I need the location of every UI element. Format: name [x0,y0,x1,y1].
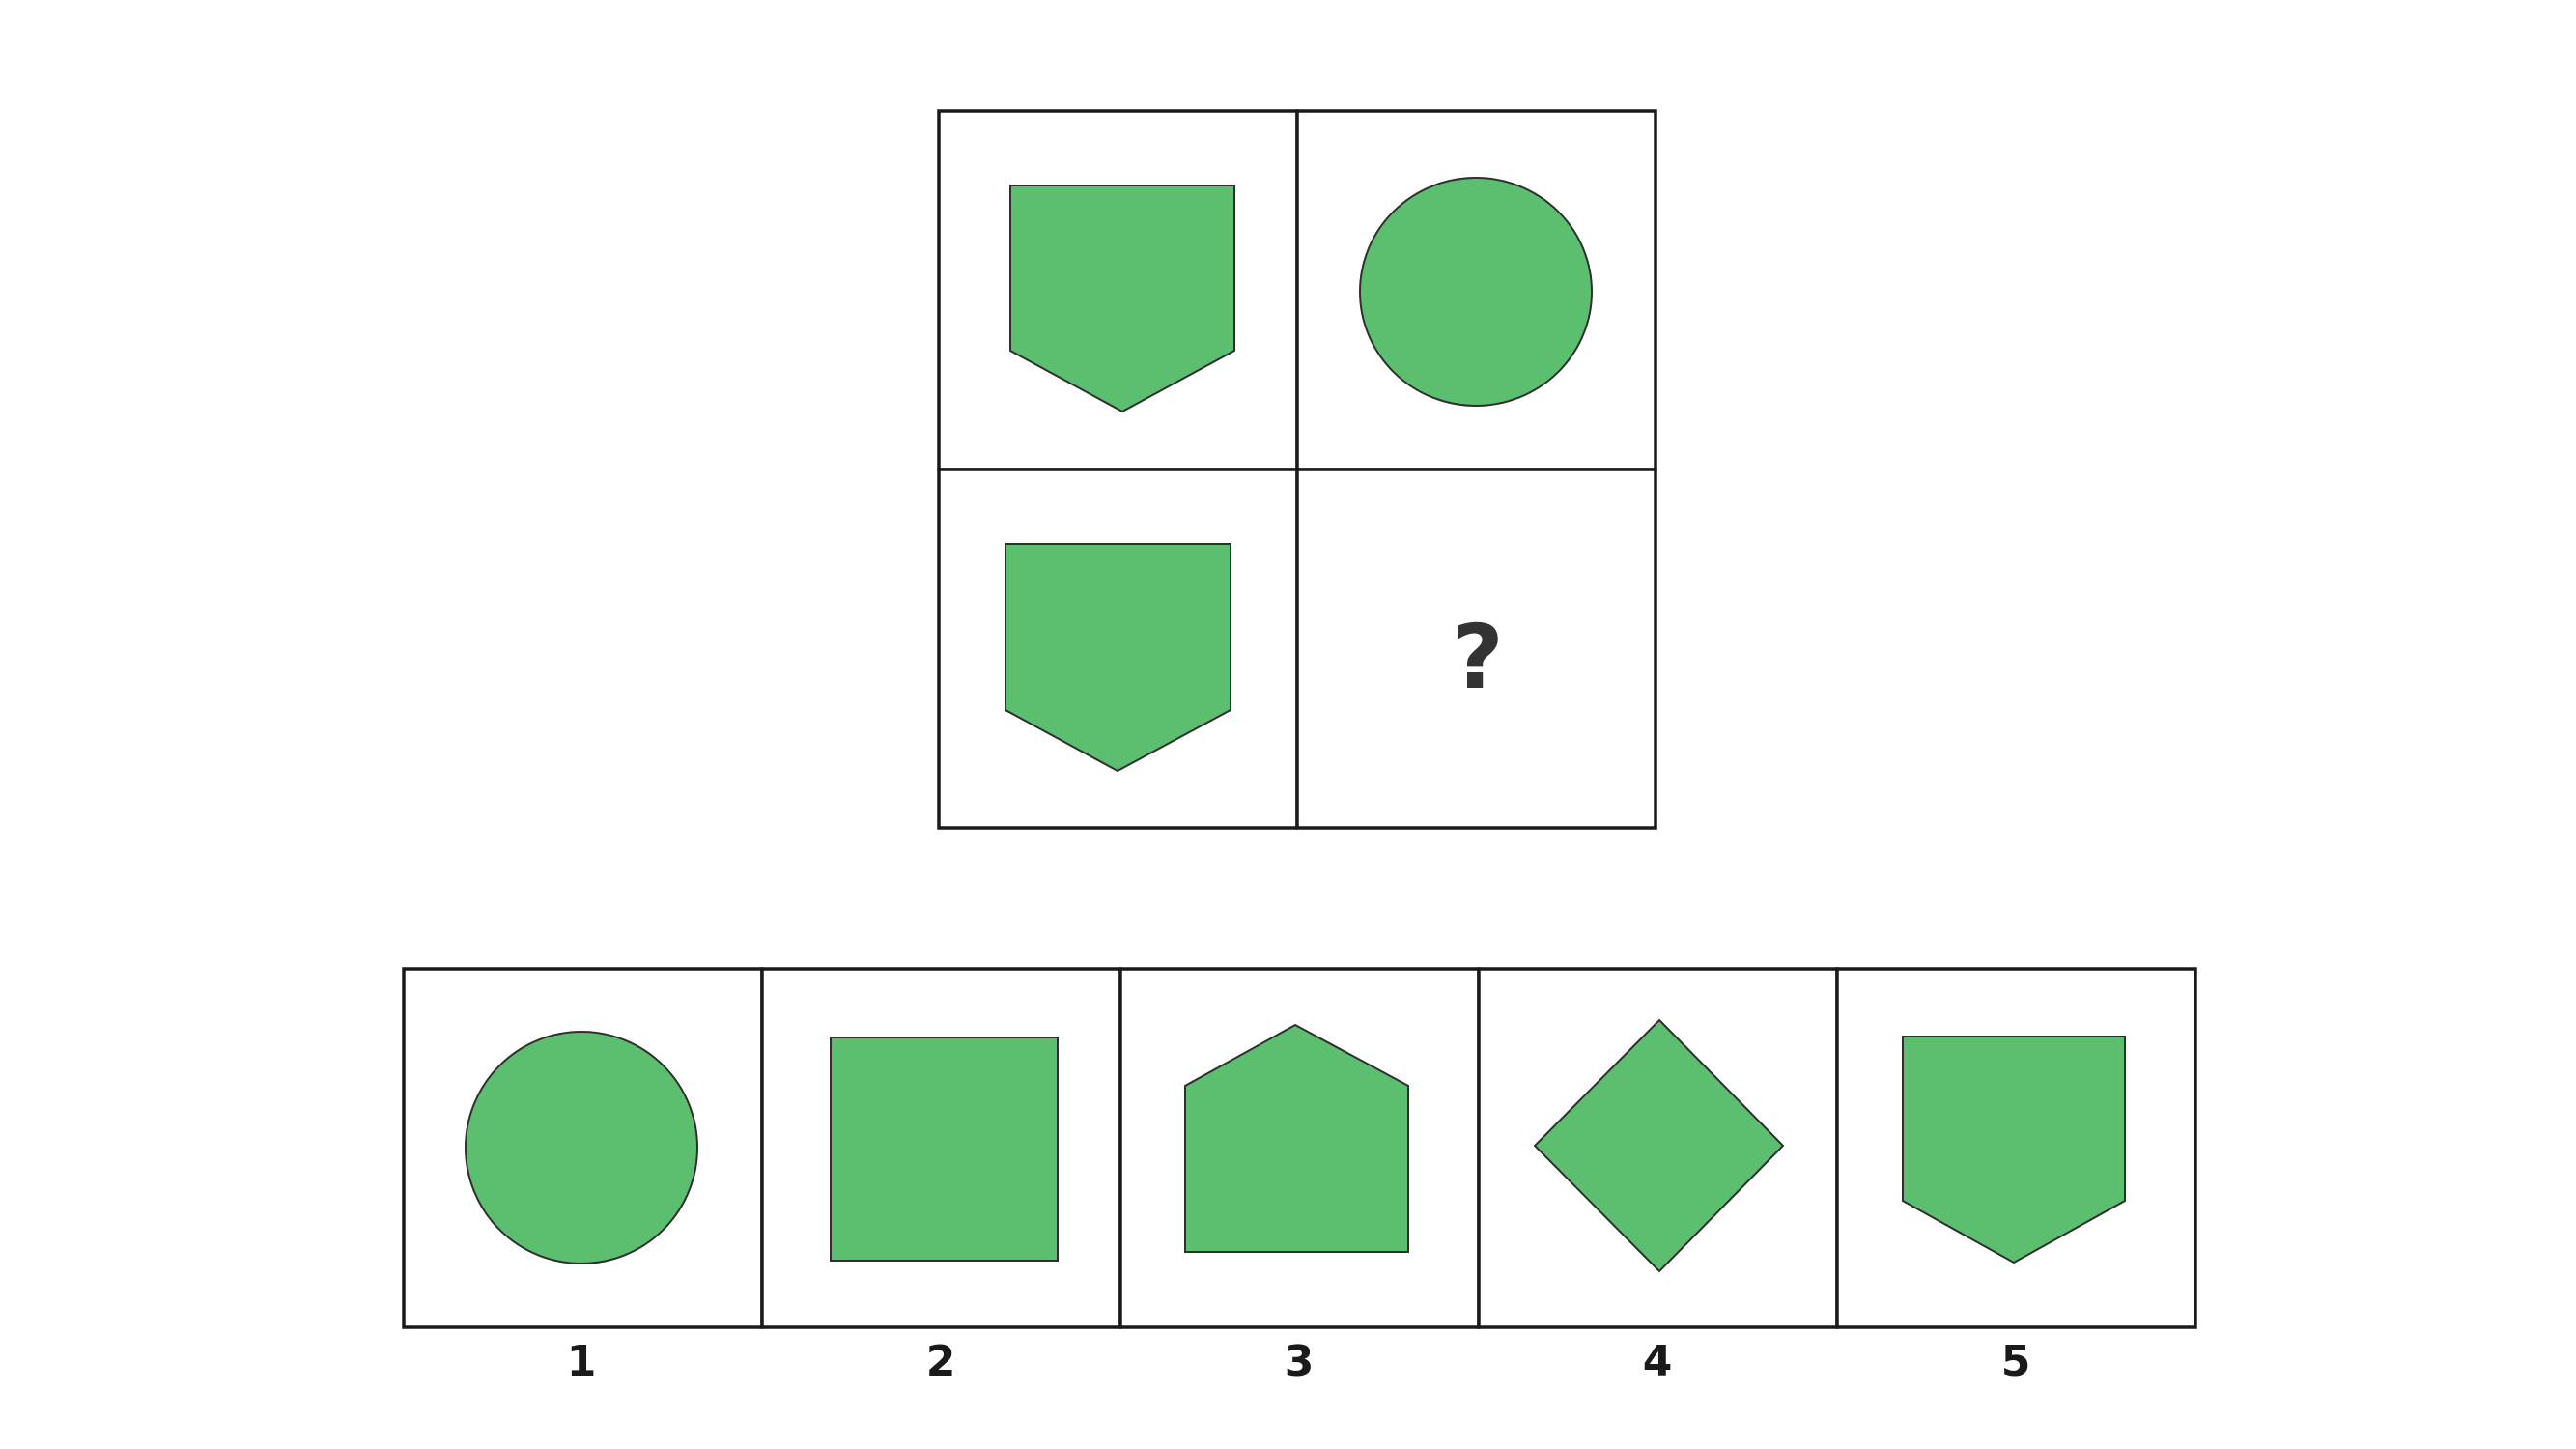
option-3[interactable]: 3 [1118,967,1481,1386]
option-number: 3 [1285,1337,1315,1386]
option-number: 5 [2001,1337,2031,1386]
circle-shape [1359,177,1593,407]
pentagon-down-shape [1009,185,1235,413]
matrix-cell-r1-c1 [937,109,1299,471]
option-5[interactable]: 5 [1835,967,2197,1386]
circle-shape [465,1031,698,1264]
square-shape [830,1037,1059,1262]
option-number: 4 [1643,1337,1673,1386]
matrix-cell-r2-c2: ? [1295,468,1657,830]
option-1[interactable]: 1 [402,967,764,1386]
option-4[interactable]: 4 [1477,967,1839,1386]
question-mark: ? [1452,606,1503,709]
diamond-shape [1533,1018,1785,1273]
matrix-grid: ? [937,109,1657,830]
pentagon-down-shape [1902,1036,2126,1264]
option-number: 2 [926,1337,956,1386]
matrix-cell-r1-c2 [1295,109,1657,471]
options-row: 1 2 3 4 5 [402,967,2197,1386]
option-2[interactable]: 2 [760,967,1122,1386]
matrix-cell-r2-c1 [937,468,1299,830]
option-number: 1 [567,1337,597,1386]
pentagon-up-shape [1184,1023,1409,1253]
pentagon-down-shape [1005,543,1231,773]
